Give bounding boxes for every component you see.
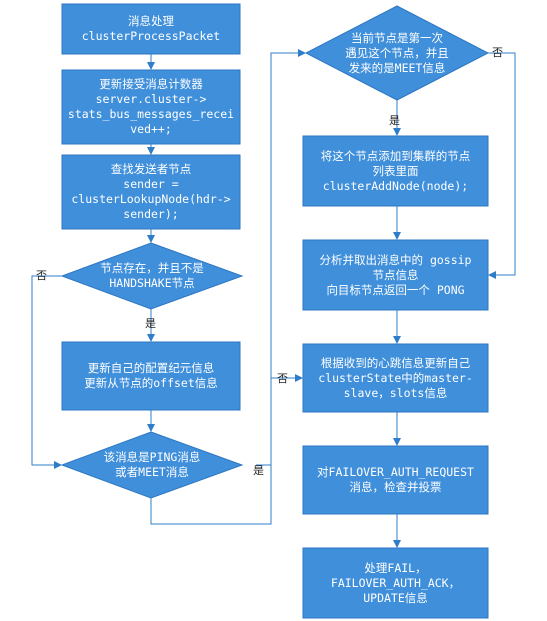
edge-d2-no (256, 374, 303, 466)
edge-d3-no (488, 52, 516, 279)
node-lookup-sender-text: 查找发送者节点 sender = clusterLookupNode(hdr->… (71, 162, 231, 221)
node-update-epoch-text: 更新自己的配置纪元信息 更新从节点的offset信息 (84, 361, 218, 390)
node-process-packet-text: 消息处理 clusterProcessPacket (81, 14, 221, 43)
node-handle-fail-text: 处理FAIL， FAILOVER_AUTH_ACK， UPDATE信息 (330, 560, 461, 605)
node-lookup-sender (61, 154, 241, 230)
node-failover-request (302, 445, 489, 515)
label-yes-ping: 是 (253, 464, 264, 477)
decision-ping-meet-text: 该消息是PING消息 或者MEET消息 (103, 450, 201, 479)
node-update-counter (61, 69, 241, 145)
label-yes-first: 是 (389, 114, 400, 127)
decision-first-meet-text: 当前节点是第一次 遇见这个节点，并且 发来的是MEET信息 (345, 30, 449, 75)
label-yes-exists: 是 (145, 317, 156, 330)
node-add-node-text: 将这个节点添加到集群的节点 列表里面 clusterAddNode(node); (320, 148, 471, 193)
label-no-ping: 否 (277, 372, 288, 385)
node-update-epoch (61, 341, 241, 411)
node-update-state-text: 根据收到的心跳信息更新自己 clusterState中的master- slav… (318, 355, 473, 400)
edge-d1-no (31, 275, 62, 469)
edge-d2-yes (150, 49, 306, 525)
node-process-packet (61, 3, 241, 55)
node-add-node (302, 135, 489, 207)
node-update-counter-text: 更新接受消息计数器 server.cluster-> stats_bus_mes… (67, 77, 235, 136)
node-failover-request-text: 对FAILOVER_AUTH_REQUEST 消息，检查并投票 (317, 465, 474, 494)
node-gossip-text: 分析并取出消息中的 gossip 节点信息 向目标节点返回一个 PONG (319, 252, 472, 297)
node-handle-fail (302, 547, 489, 619)
decision-node-exists-text: 节点存在，并且不是 HANDSHAKE节点 (100, 261, 204, 290)
node-update-state (302, 343, 489, 413)
node-gossip (302, 239, 489, 311)
label-no-exists: 否 (36, 269, 47, 282)
label-no-first: 否 (492, 46, 503, 59)
